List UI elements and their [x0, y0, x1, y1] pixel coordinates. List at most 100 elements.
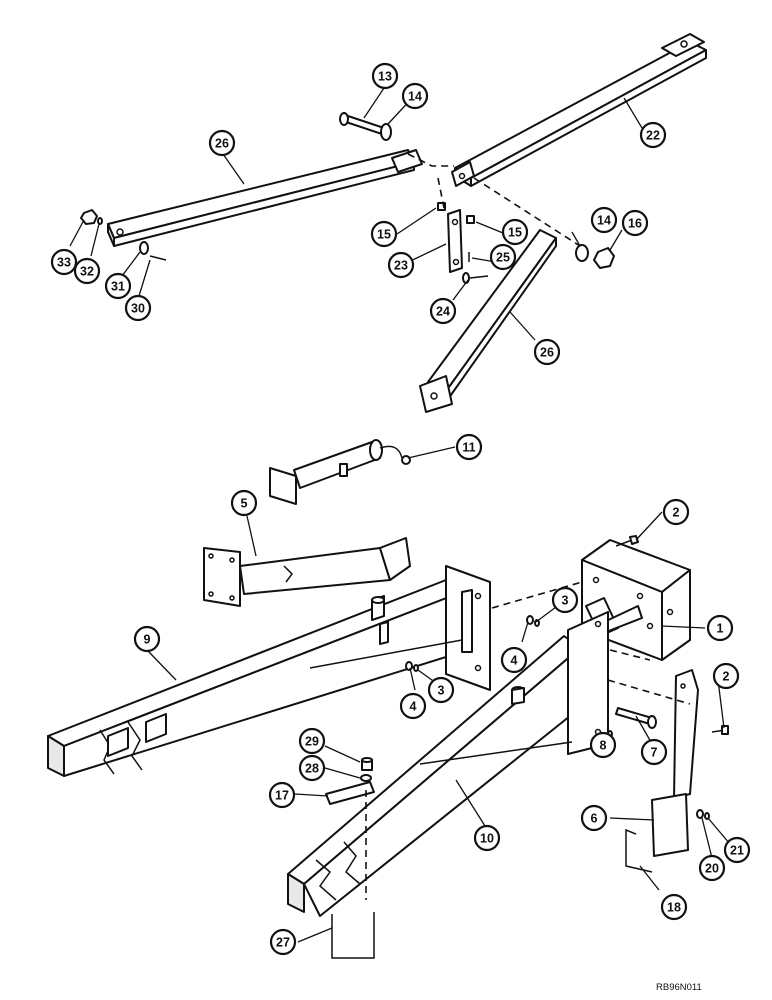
callout-circle — [662, 498, 690, 526]
callout-8: 8 — [589, 731, 617, 759]
callout-circle — [640, 738, 668, 766]
callout-label: 14 — [597, 214, 611, 228]
callout-16: 16 — [621, 209, 649, 237]
callout-13: 13 — [371, 62, 399, 90]
callout-circle — [298, 727, 326, 755]
callout-circle — [489, 243, 517, 271]
callout-20: 20 — [698, 854, 726, 882]
callout-circle — [698, 854, 726, 882]
callout-circle — [500, 646, 528, 674]
callout-circle — [589, 731, 617, 759]
plate-6 — [651, 669, 699, 857]
callout-label: 11 — [462, 441, 475, 455]
callout-circle — [621, 209, 649, 237]
callout-circle — [104, 272, 132, 300]
u-bolt-18 — [625, 828, 653, 873]
tube-26-lower — [419, 229, 557, 413]
callout-31: 31 — [104, 272, 132, 300]
callout-1: 1 — [706, 614, 734, 642]
lower-hardware — [405, 535, 729, 820]
callout-label: 26 — [540, 346, 554, 360]
callout-26: 26 — [533, 338, 561, 366]
callout-4: 4 — [399, 692, 427, 720]
callout-label: 17 — [275, 789, 289, 803]
callout-28: 28 — [298, 754, 326, 782]
callout-15: 15 — [370, 220, 398, 248]
callout-circle — [268, 781, 296, 809]
tube-26-left — [107, 149, 423, 247]
callout-label: 4 — [410, 700, 417, 714]
callout-circle — [501, 218, 529, 246]
callout-33: 33 — [50, 248, 78, 276]
callout-circle — [399, 692, 427, 720]
callout-circle — [269, 928, 297, 956]
callout-15: 15 — [501, 218, 529, 246]
callout-3: 3 — [551, 586, 579, 614]
callout-circle — [133, 625, 161, 653]
callout-circle — [639, 121, 667, 149]
link-plate-23 — [447, 209, 463, 273]
callout-18: 18 — [660, 893, 688, 921]
callout-circle — [208, 129, 236, 157]
callout-4: 4 — [500, 646, 528, 674]
callout-label: 10 — [480, 832, 494, 846]
callout-label: 26 — [215, 137, 229, 151]
callout-label: 7 — [651, 746, 658, 760]
bracket-5 — [203, 537, 411, 607]
callout-label: 32 — [80, 265, 94, 279]
bolt-13 — [339, 112, 392, 141]
callout-14: 14 — [401, 82, 429, 110]
callout-circle — [590, 206, 618, 234]
callout-label: 27 — [276, 936, 290, 950]
callout-label: 20 — [705, 862, 719, 876]
u-bolt-27 — [331, 912, 375, 959]
callout-label: 18 — [667, 901, 681, 915]
callout-circle — [723, 836, 751, 864]
callout-circle — [580, 804, 608, 832]
callout-label: 16 — [628, 217, 642, 231]
callout-circle — [533, 338, 561, 366]
callout-11: 11 — [455, 433, 483, 461]
callout-circle — [455, 433, 483, 461]
callout-label: 4 — [511, 654, 518, 668]
callout-23: 23 — [387, 251, 415, 279]
callout-circle — [427, 676, 455, 704]
callout-label: 8 — [600, 739, 607, 753]
callout-label: 1 — [717, 622, 724, 636]
callout-label: 2 — [723, 670, 730, 684]
callout-27: 27 — [269, 928, 297, 956]
callout-label: 3 — [438, 684, 445, 698]
callout-25: 25 — [489, 243, 517, 271]
callout-14: 14 — [590, 206, 618, 234]
callout-2: 2 — [662, 498, 690, 526]
callout-circle — [387, 251, 415, 279]
callout-label: 28 — [305, 762, 319, 776]
callout-10: 10 — [473, 824, 501, 852]
callout-21: 21 — [723, 836, 751, 864]
callout-label: 6 — [591, 812, 598, 826]
callout-label: 9 — [144, 633, 151, 647]
callout-label: 2 — [673, 506, 680, 520]
callout-circle — [551, 586, 579, 614]
callout-5: 5 — [230, 489, 258, 517]
callout-label: 21 — [730, 844, 744, 858]
callout-2: 2 — [712, 662, 740, 690]
callout-circle — [401, 82, 429, 110]
callout-3: 3 — [427, 676, 455, 704]
callout-circle — [706, 614, 734, 642]
callout-label: 3 — [562, 594, 569, 608]
callout-label: 13 — [378, 70, 392, 84]
cylinder-11 — [269, 439, 411, 505]
callout-label: 22 — [646, 129, 660, 143]
callout-circle — [660, 893, 688, 921]
callout-circle — [124, 294, 152, 322]
washer-14 — [380, 123, 392, 141]
callout-circle — [712, 662, 740, 690]
callout-label: 15 — [377, 228, 391, 242]
callout-9: 9 — [133, 625, 161, 653]
callout-circle — [473, 824, 501, 852]
plate-17 — [325, 757, 375, 805]
callout-label: 23 — [394, 259, 408, 273]
callout-7: 7 — [640, 738, 668, 766]
